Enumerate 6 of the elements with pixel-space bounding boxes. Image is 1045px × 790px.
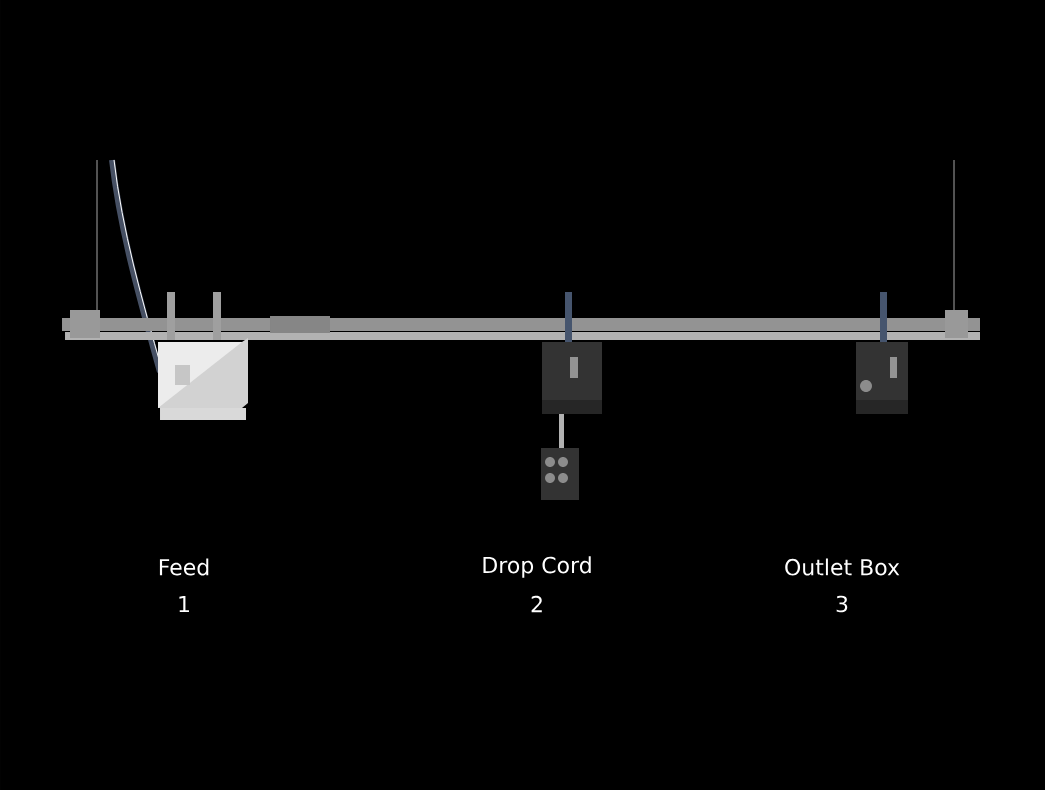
component-label: Drop Cord — [483, 556, 591, 578]
callout-number: 2 — [531, 595, 542, 613]
callout-number: 1 — [179, 595, 189, 612]
callout-number: 3 — [836, 595, 848, 613]
component-label: Outlet Box — [785, 558, 900, 576]
component-label: Feed — [159, 558, 209, 576]
